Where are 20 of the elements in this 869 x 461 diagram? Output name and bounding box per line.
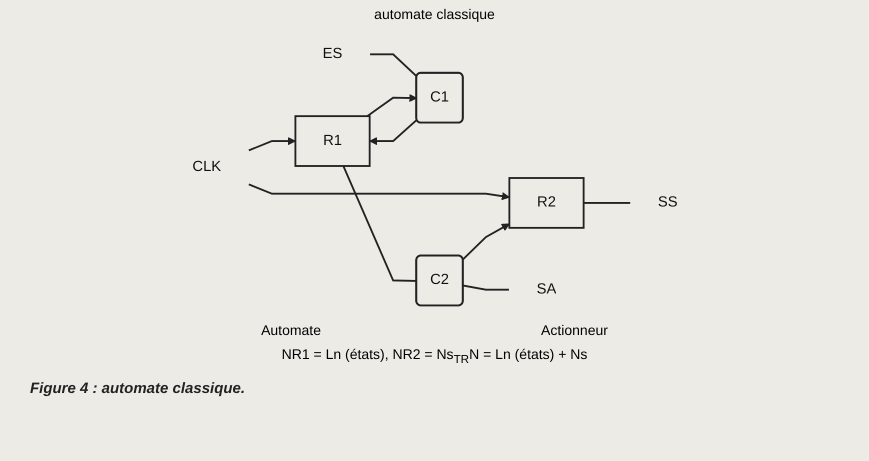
connector bbox=[370, 53, 418, 78]
bracket-label: Actionneur bbox=[541, 322, 608, 338]
node-text: CLK bbox=[192, 159, 221, 175]
connector bbox=[583, 202, 630, 204]
node-box: R1 bbox=[294, 115, 370, 167]
diagram-title: automate classique bbox=[373, 6, 496, 22]
arrow bbox=[462, 223, 510, 260]
arrow bbox=[248, 184, 510, 200]
formula-text: NR1 = Ln (états), NR2 = Ns$_{TR}$N = Ln (états) + Ns bbox=[280, 346, 588, 366]
node-box: R2 bbox=[508, 177, 584, 229]
connector bbox=[462, 284, 508, 291]
connector bbox=[342, 166, 416, 282]
arrow bbox=[368, 119, 417, 146]
node-text: SA bbox=[536, 281, 556, 298]
figure-caption: Figure 4 : automate classique. bbox=[30, 380, 246, 397]
arrow bbox=[366, 94, 417, 117]
arrow bbox=[248, 137, 296, 152]
node-text: SS bbox=[657, 194, 678, 210]
bracket-label: Automate bbox=[261, 322, 321, 338]
node-text: ES bbox=[322, 46, 342, 62]
